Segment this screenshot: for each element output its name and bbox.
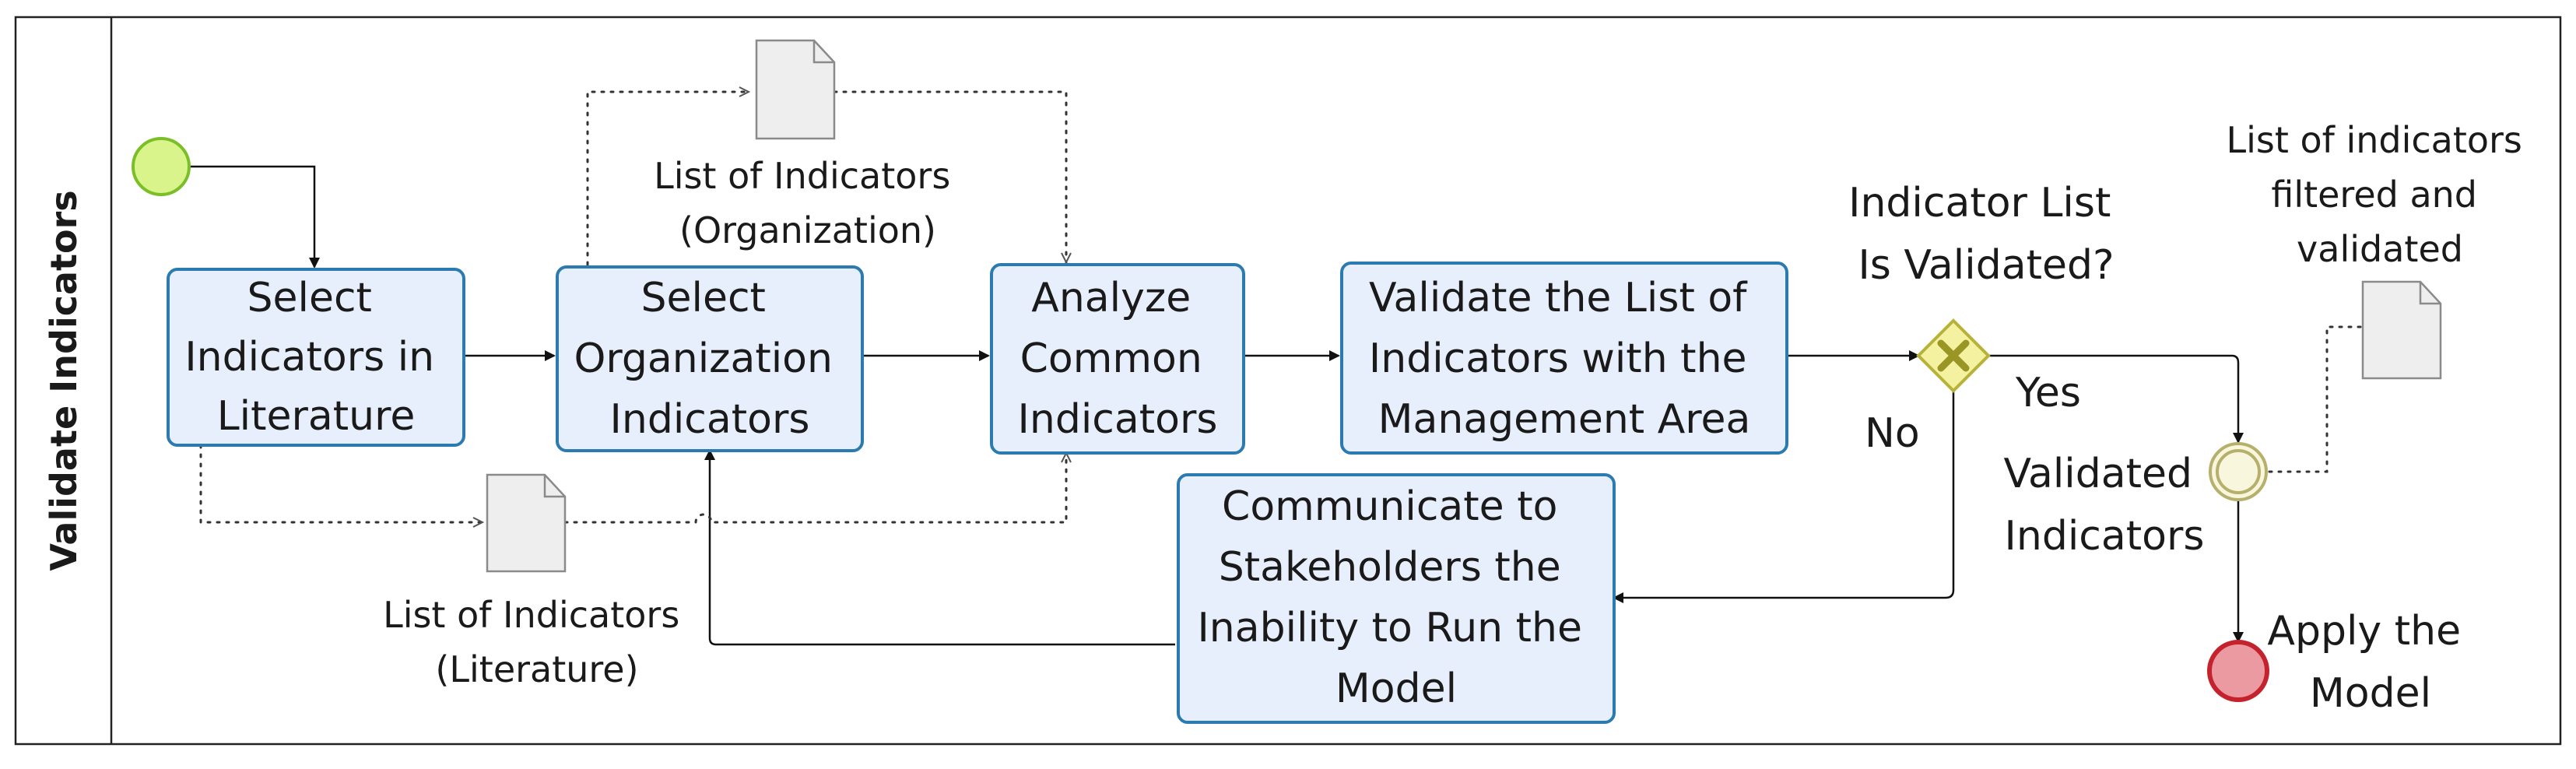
task-select-literature[interactable]: Select Indicators in Literature: [167, 268, 465, 447]
doc-organization-list-icon[interactable]: [755, 39, 836, 140]
flow-communicate-to-organization: [704, 449, 1175, 646]
exclusive-gateway[interactable]: [1916, 318, 1991, 393]
start-event[interactable]: [132, 137, 191, 196]
gateway-label: Indicator List Is Validated?: [1848, 180, 2124, 289]
intermediate-event-label: Validated Indicators: [2003, 451, 2205, 560]
svg-text:Validate the List of Ind: Validate the List of Indicators with the…: [1369, 275, 1760, 443]
sequence-flows: [190, 165, 2244, 646]
assoc-organization-to-doc: [586, 92, 749, 266]
associations: [199, 90, 2364, 524]
svg-text:Communicate to Stakehold: Communicate to Stakeholders the Inabilit…: [1197, 483, 1595, 712]
gateway-no-label: No: [1865, 410, 1920, 457]
doc-organization-list-label: List of Indicators (Organization): [654, 155, 962, 251]
doc-filtered-list-icon[interactable]: [2361, 280, 2442, 380]
svg-text:Analyze Common Ind: Analyze Common Indicators: [1018, 275, 1218, 443]
doc-filtered-list-label: List of indicators filtered and validate…: [2226, 119, 2533, 270]
pool-frame: [14, 16, 2562, 746]
svg-text:Select Organization: Select Organization Indicators: [574, 275, 846, 443]
doc-literature-list-icon[interactable]: [486, 473, 567, 573]
flow-start-to-select-literature: [190, 165, 320, 269]
task-communicate[interactable]: Communicate to Stakeholders the Inabilit…: [1177, 473, 1616, 724]
assoc-literature-to-doc: [199, 444, 483, 522]
gateway-x-icon: [1937, 339, 1970, 372]
end-event-label: Apply the Model: [2267, 608, 2473, 717]
doc-literature-list-label: List of Indicators (Literature): [383, 594, 691, 690]
gateway-yes-label: Yes: [2015, 370, 2081, 416]
svg-text:Select Indicators in: Select Indicators in Literature: [184, 275, 447, 440]
task-validate-list[interactable]: Validate the List of Indicators with the…: [1340, 262, 1788, 455]
assoc-intermediate-to-filtered-doc: [2268, 325, 2364, 473]
assoc-doc-to-analyze: [833, 90, 1066, 262]
task-select-organization[interactable]: Select Organization Indicators: [556, 265, 864, 452]
intermediate-event[interactable]: [2209, 442, 2268, 501]
flow-gateway-yes: [1988, 354, 2244, 444]
assoc-doc-to-analyze-lower: [563, 453, 1066, 524]
task-analyze-common[interactable]: Analyze Common Indicators: [990, 263, 1245, 455]
flow-gateway-no: [1613, 392, 1955, 603]
end-event[interactable]: [2207, 640, 2269, 702]
lane-label: Validate Indicators: [43, 190, 85, 571]
